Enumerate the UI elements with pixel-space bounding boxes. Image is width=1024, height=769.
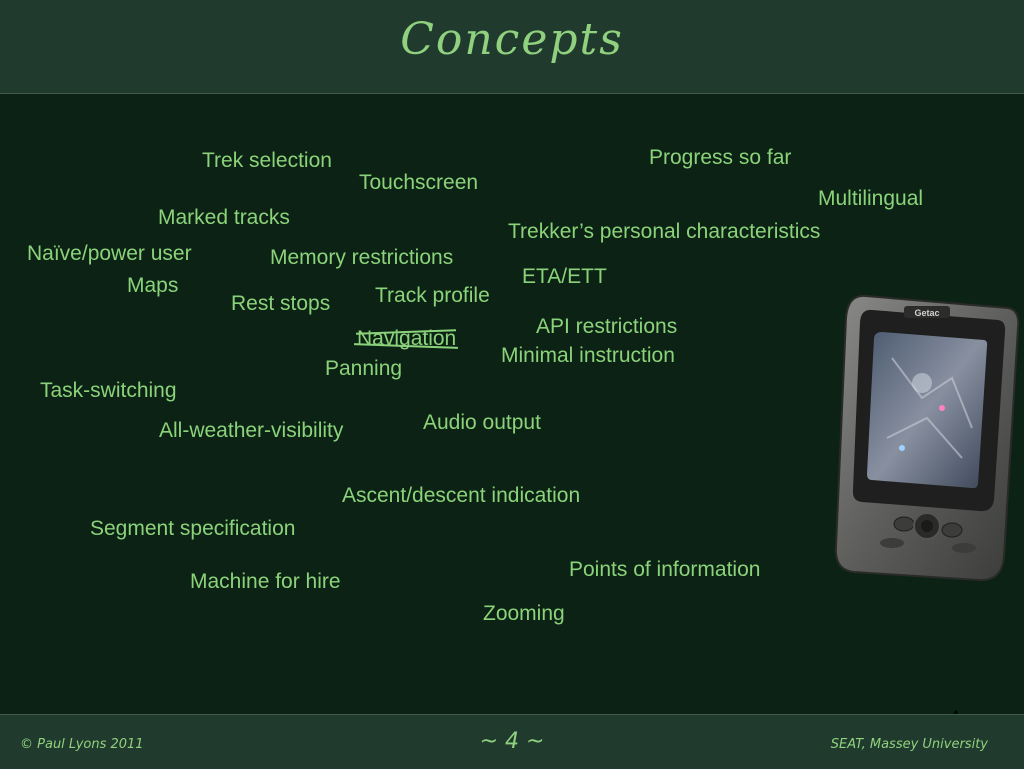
device-brand-label: Getac xyxy=(914,308,939,318)
footer-copyright: © Paul Lyons 2011 xyxy=(20,737,144,752)
slide-title: Concepts xyxy=(400,14,624,65)
slide-header: Concepts xyxy=(0,0,1024,94)
concept-trekker-characteristics: Trekker’s personal characteristics xyxy=(508,220,821,243)
concept-trek-selection: Trek selection xyxy=(202,149,332,172)
concept-minimal-instruction: Minimal instruction xyxy=(501,344,675,367)
concept-track-profile: Track profile xyxy=(375,284,490,307)
footer-page-indicator: ~ 4 ~ xyxy=(479,729,545,754)
concept-naive-power-user: Naïve/power user xyxy=(27,242,192,265)
concept-panning: Panning xyxy=(325,357,403,380)
concept-machine-for-hire: Machine for hire xyxy=(190,570,341,593)
concept-maps: Maps xyxy=(127,274,179,297)
slide-footer: © Paul Lyons 2011 ~ 4 ~ SEAT, Massey Uni… xyxy=(0,714,1024,769)
concept-api-restrictions: API restrictions xyxy=(536,315,678,338)
concept-touchscreen: Touchscreen xyxy=(359,171,479,194)
gps-device-image: Getac xyxy=(834,294,1020,582)
concept-zooming: Zooming xyxy=(483,602,565,625)
concept-points-of-information: Points of information xyxy=(569,558,761,581)
concept-all-weather-visibility: All-weather-visibility xyxy=(159,419,344,442)
device-screen xyxy=(867,332,988,489)
device-brand-badge xyxy=(904,306,950,318)
concept-audio-output: Audio output xyxy=(423,411,541,434)
concept-eta-ett: ETA/ETT xyxy=(522,265,607,288)
concept-ascent-descent: Ascent/descent indication xyxy=(342,484,581,507)
concept-multilingual: Multilingual xyxy=(818,187,924,210)
concept-task-switching: Task-switching xyxy=(40,379,177,402)
concept-progress-so-far: Progress so far xyxy=(649,146,792,169)
footer-institution: SEAT, Massey University xyxy=(830,737,988,752)
concept-marked-tracks: Marked tracks xyxy=(158,206,290,229)
concept-memory-restrictions: Memory restrictions xyxy=(270,246,454,269)
concept-rest-stops: Rest stops xyxy=(231,292,331,315)
concept-segment-specification: Segment specification xyxy=(90,517,296,540)
